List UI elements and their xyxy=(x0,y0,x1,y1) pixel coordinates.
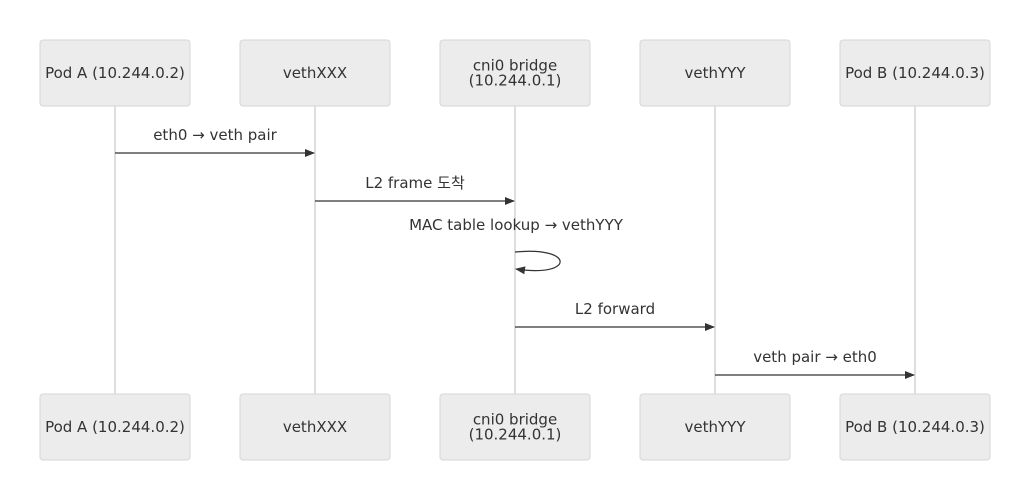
message-label: L2 frame 도착 xyxy=(365,174,465,192)
self-loop-arrow xyxy=(514,250,561,275)
participant-box-bottom-pod_a: Pod A (10.244.0.2) xyxy=(39,393,191,461)
participant-label: cni0 bridge xyxy=(473,57,557,75)
participant-box-bg xyxy=(839,39,991,107)
participant-label: vethXXX xyxy=(283,64,347,82)
participant-box-bg xyxy=(639,39,791,107)
participant-label: vethYYY xyxy=(685,64,747,82)
participant-label: cni0 bridge xyxy=(473,411,557,429)
participant-box-bg xyxy=(639,393,791,461)
participant-label: vethYYY xyxy=(685,418,747,436)
message-2: MAC table lookup → vethYYY xyxy=(409,216,624,275)
participant-box-bg xyxy=(39,393,191,461)
participant-box-bottom-veth_xxx: vethXXX xyxy=(239,393,391,461)
message-label: MAC table lookup → vethYYY xyxy=(409,216,624,234)
participant-label: Pod A (10.244.0.2) xyxy=(45,418,185,436)
participant-box-bg xyxy=(439,39,591,107)
message-label: L2 forward xyxy=(575,300,655,318)
message-label: eth0 → veth pair xyxy=(153,126,277,144)
message-0: eth0 → veth pair xyxy=(115,126,315,157)
participant-box-top-pod_b: Pod B (10.244.0.3) xyxy=(839,39,991,107)
message-4: veth pair → eth0 xyxy=(715,348,915,379)
participant-box-bottom-pod_b: Pod B (10.244.0.3) xyxy=(839,393,991,461)
participant-label: (10.244.0.1) xyxy=(469,426,562,444)
participant-box-bg xyxy=(239,39,391,107)
participant-box-top-pod_a: Pod A (10.244.0.2) xyxy=(39,39,191,107)
participant-box-top-cni0: cni0 bridge(10.244.0.1) xyxy=(439,39,591,107)
participant-label: Pod A (10.244.0.2) xyxy=(45,64,185,82)
participant-label: Pod B (10.244.0.3) xyxy=(845,418,985,436)
participant-box-bg xyxy=(239,393,391,461)
participant-label: (10.244.0.1) xyxy=(469,72,562,90)
participant-label: vethXXX xyxy=(283,418,347,436)
message-label: veth pair → eth0 xyxy=(753,348,877,366)
participant-box-bottom-cni0: cni0 bridge(10.244.0.1) xyxy=(439,393,591,461)
participant-box-bg xyxy=(439,393,591,461)
message-1: L2 frame 도착 xyxy=(315,174,515,205)
participant-box-bg xyxy=(839,393,991,461)
participant-box-bg xyxy=(39,39,191,107)
participant-box-top-veth_xxx: vethXXX xyxy=(239,39,391,107)
participant-box-top-veth_yyy: vethYYY xyxy=(639,39,791,107)
participant-box-bottom-veth_yyy: vethYYY xyxy=(639,393,791,461)
message-3: L2 forward xyxy=(515,300,715,331)
participant-label: Pod B (10.244.0.3) xyxy=(845,64,985,82)
